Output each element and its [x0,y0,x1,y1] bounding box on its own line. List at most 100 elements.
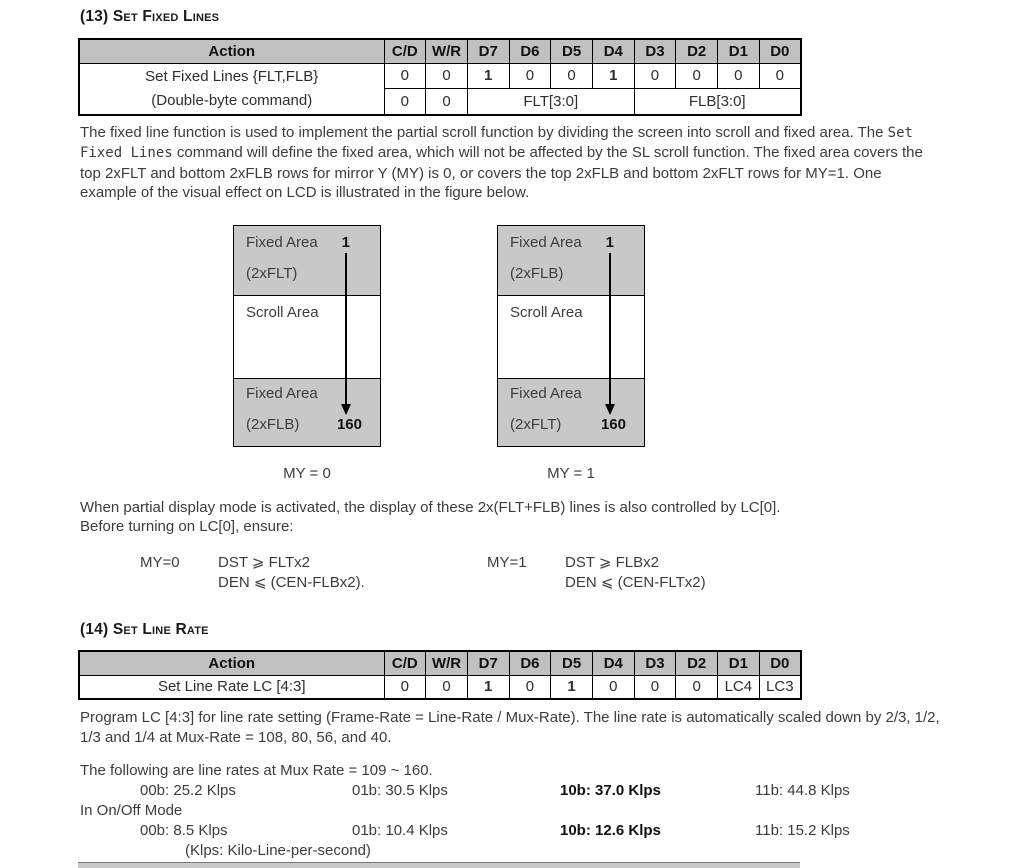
bit-cell: 0 [383,674,427,700]
table-row: Set Line Rate LC [4:3] 0 0 1 0 1 0 0 0 L… [78,674,802,700]
bit-cell: 0 [425,62,468,90]
line-rates-block: The following are line rates at Mux Rate… [80,761,1014,861]
flt-range-cell: FLT[3:0] [466,88,635,115]
flb-label: (2xFLB) [510,264,564,282]
action-line-2: (Double-byte command) [151,91,313,109]
fixed-area-label: Fixed Area [246,233,318,251]
fixed-area-label: Fixed Area [510,233,582,251]
rates-row-onoff: 00b: 8.5 Klps 01b: 10.4 Klps 10b: 12.6 K… [140,821,1014,841]
scroll-direction-arrow [605,252,615,415]
col-header-cd: C/D [383,38,427,64]
end-line-number: 160 [600,415,626,433]
my0-constraints: MY=0 DST ⩾ FLTx2 DEN ⩽ (CEN-FLBx2). [140,553,487,593]
rate-00b: 00b: 25.2 Klps [140,782,236,800]
col-header-action: Action [78,650,385,676]
col-header-d1: D1 [717,38,760,64]
line-rate-description: Program LC [4:3] for line rate setting (… [80,709,940,746]
fixed-lines-description: The fixed line function is used to imple… [80,123,942,203]
set-fixed-lines-command-text: Set Fixed Lines [80,124,913,162]
section-14-heading: (14) Set Line Rate [80,621,209,639]
col-header-d3: D3 [633,38,677,64]
set-fixed-lines-table: Action C/D W/R D7 D6 D5 D4 D3 D2 D1 D0 S… [78,38,802,116]
bit-cell: 0 [675,674,718,700]
rates-row-normal: 00b: 25.2 Klps 01b: 30.5 Klps 10b: 37.0 … [140,781,1014,801]
fixed-area-label: Fixed Area [246,384,318,402]
table-row: 0 0 FLT[3:0] FLB[3:0] [79,88,802,115]
col-header-d2: D2 [675,38,718,64]
col-header-wr: W/R [425,38,468,64]
col-header-d3: D3 [633,650,677,676]
flb-label: (2xFLB) [246,415,300,433]
scroll-area-section: Scroll Area [497,294,645,379]
start-line-number: 1 [341,233,350,251]
lc3-cell: LC3 [758,674,802,700]
end-line-number: 160 [336,415,362,433]
bit-cell: 0 [425,88,468,115]
bit-cell: 0 [717,62,760,90]
table-header-row: Action C/D W/R D7 D6 D5 D4 D3 D2 D1 D0 [78,38,802,64]
description-part-1: The fixed line function is used to imple… [80,123,888,141]
col-header-d2: D2 [675,650,718,676]
col-header-action: Action [78,38,385,64]
rate-11b: 11b: 15.2 Klps [755,822,850,840]
den-constraint: DEN ⩽ (CEN-FLTx2) [565,574,706,592]
bit-cell: 0 [383,62,427,90]
bit-cell: 1 [466,62,510,90]
col-header-d1: D1 [717,650,760,676]
col-header-d0: D0 [758,38,802,64]
rate-01b: 01b: 30.5 Klps [352,782,448,800]
figure-caption-my1: MY = 1 [547,464,595,482]
action-line-1: Set Fixed Lines {FLT,FLB} [145,67,319,85]
col-header-d0: D0 [758,650,802,676]
bit-cell: 0 [758,62,802,90]
bit-cell: 0 [633,674,677,700]
next-section-edge [78,862,800,868]
fixed-area-figure: Fixed Area 1 (2xFLT) Scroll Area Fixed A… [233,224,1014,482]
scroll-area-label: Scroll Area [510,303,583,321]
figure-my0: Fixed Area 1 (2xFLT) Scroll Area Fixed A… [233,224,381,482]
fixed-area-bottom-section: Fixed Area (2xFLB) 160 [233,377,381,447]
bit-cell: 1 [591,62,635,90]
col-header-d4: D4 [591,650,635,676]
bit-cell: 0 [425,674,468,700]
fixed-area-bottom-section: Fixed Area (2xFLT) 160 [497,377,645,447]
col-header-cd: C/D [383,650,427,676]
col-header-d5: D5 [550,38,593,64]
bit-cell: 0 [508,674,552,700]
description-part-2: command will define the fixed area, whic… [80,144,923,202]
onoff-mode-label: In On/Off Mode [80,802,183,820]
partial-note-line1: When partial display mode is activated, … [80,498,781,516]
partial-display-note: When partial display mode is activated, … [80,498,942,537]
figure-my1: Fixed Area 1 (2xFLB) Scroll Area Fixed A… [497,224,645,482]
bit-cell: 0 [675,62,718,90]
action-cell: Set Fixed Lines {FLT,FLB} (Double-byte c… [78,62,385,115]
fixed-area-top-section: Fixed Area 1 (2xFLT) [233,224,381,296]
bit-cell: 0 [383,88,427,115]
rates-intro: The following are line rates at Mux Rate… [80,762,433,780]
klps-note: (Klps: Kilo-Line-per-second) [185,842,371,860]
col-header-d5: D5 [550,650,593,676]
table-row: Set Fixed Lines {FLT,FLB} (Double-byte c… [78,62,802,115]
rate-00b: 00b: 8.5 Klps [140,822,228,840]
bit-cell: 0 [550,62,593,90]
lc4-cell: LC4 [717,674,760,700]
action-cell: Set Line Rate LC [4:3] [78,674,385,700]
dst-constraint: DST ⩾ FLTx2 [218,554,311,572]
rate-10b: 10b: 12.6 Klps [560,822,661,840]
constraint-formulas: MY=0 DST ⩾ FLTx2 DEN ⩽ (CEN-FLBx2). MY=1… [140,553,1014,593]
my0-label: MY=0 [140,554,180,572]
bit-cell: 0 [508,62,552,90]
rate-10b: 10b: 37.0 Klps [560,782,661,800]
table-header-row: Action C/D W/R D7 D6 D5 D4 D3 D2 D1 D0 [78,650,802,676]
col-header-d7: D7 [466,650,510,676]
my1-constraints: MY=1 DST ⩾ FLBx2 DEN ⩽ (CEN-FLTx2) [487,553,706,593]
scroll-direction-arrow [341,252,351,415]
col-header-d4: D4 [591,38,635,64]
flt-label: (2xFLT) [510,415,562,433]
fixed-area-label: Fixed Area [510,384,582,402]
start-line-number: 1 [605,233,614,251]
section-13-heading: (13) Set Fixed Lines [80,8,220,25]
dst-constraint: DST ⩾ FLBx2 [565,554,659,572]
bit-cell: 1 [550,674,593,700]
